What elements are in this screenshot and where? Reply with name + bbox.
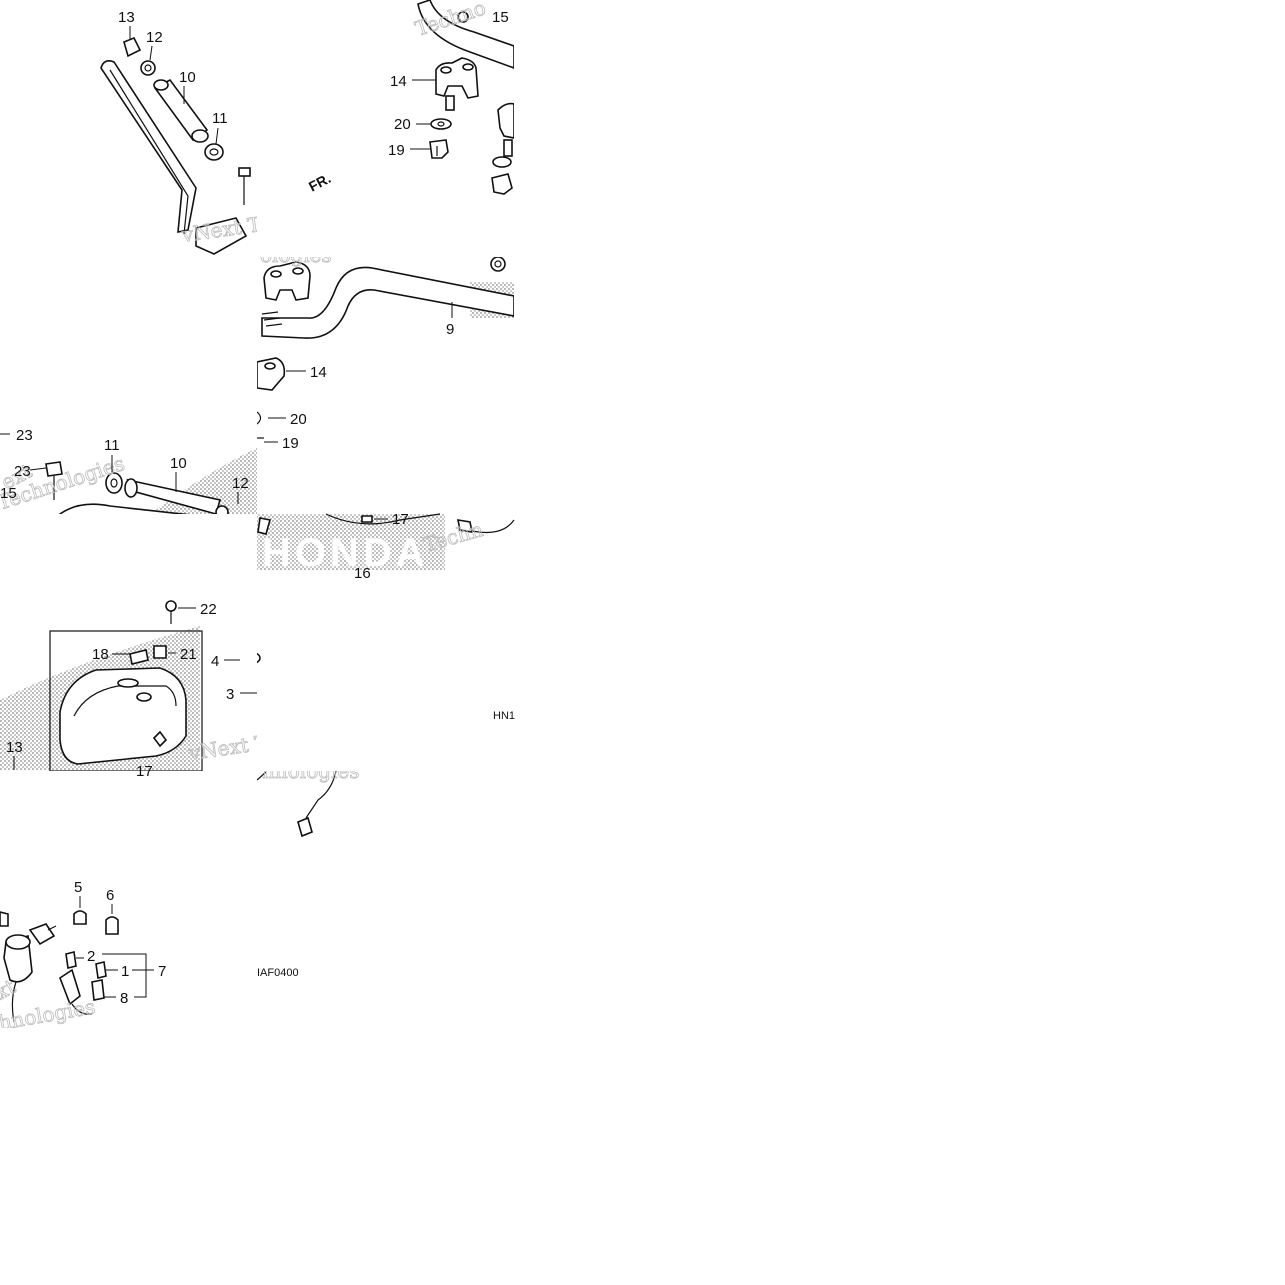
callout-19-b: 19 (282, 435, 299, 452)
callout-8: 8 (120, 990, 128, 1007)
nut-21 (153, 645, 167, 659)
callout-23-b: 23 (14, 463, 31, 480)
tile-holder-lower-center (257, 357, 286, 439)
tile-lower-harness: hnologies (257, 759, 360, 838)
cylinder-1 (95, 961, 107, 979)
tile-honda-band: HONDA Techn (257, 513, 515, 575)
callout-20-b: 20 (290, 411, 307, 428)
upper-holder-center (263, 261, 311, 301)
grommet-4 (257, 652, 261, 664)
callout-5: 5 (74, 879, 82, 896)
honda-logo-mark: HONDA (262, 531, 429, 575)
callout-12: 12 (146, 29, 163, 46)
callout-23: 23 (16, 427, 33, 444)
code-hn: HN1 (493, 710, 515, 722)
grip-weight-10 (153, 78, 209, 143)
callout-11: 11 (212, 110, 228, 127)
callout-7: 7 (158, 963, 166, 980)
tile-handlebar-left-lower: Technologies ext (0, 448, 257, 514)
callout-9: 9 (446, 321, 454, 338)
callout-10: 10 (179, 69, 196, 86)
callout-20: 20 (394, 116, 411, 133)
clip-17 (361, 515, 373, 523)
watermark-text: hnologies (0, 994, 97, 1035)
key (28, 923, 57, 946)
screw-22 (165, 600, 177, 624)
honda-band-shade (257, 514, 445, 570)
bolt-23 (45, 461, 63, 500)
watermark-text: ologies (260, 243, 332, 267)
callout-15: 15 (492, 9, 509, 26)
callout-17-b: 17 (136, 763, 153, 780)
tile-handlebar-center: ologies (260, 243, 514, 339)
rubber-cap-6 (105, 916, 119, 935)
grip-coil (261, 311, 283, 327)
callout-18: 18 (92, 646, 109, 663)
bolt-holder (195, 167, 251, 255)
lower-holder-right (491, 102, 514, 195)
watermark-text: hnologies (262, 759, 360, 783)
handlebar-right-segment (417, 0, 514, 69)
tile-handlebar-holder-upper: Techno (412, 0, 514, 195)
washer-20 (430, 118, 452, 130)
callout-17: 17 (392, 511, 409, 528)
callout-16: 16 (354, 565, 371, 582)
nut-right (490, 257, 506, 272)
callout-6: 6 (106, 887, 114, 904)
collar-11-b (105, 472, 123, 494)
switch-body (3, 934, 33, 1023)
handlebar-tube-outline (109, 69, 189, 235)
tile-handlebar-left-upper: vNext Tec (100, 36, 257, 255)
code-iaf: IAF0400 (257, 967, 299, 979)
handlebar-left-end (100, 60, 197, 233)
collar-11 (204, 143, 224, 161)
callout-14: 14 (390, 73, 407, 90)
upper-holder-14 (435, 57, 479, 111)
wire-connector (297, 816, 313, 838)
nut-19 (429, 139, 449, 159)
front-direction-label: FR. (306, 170, 333, 195)
wire-lead (305, 771, 337, 819)
upper-holder-14-b (257, 357, 286, 391)
callout-10-b: 10 (170, 455, 187, 472)
callout-3: 3 (226, 686, 234, 703)
callout-22: 22 (200, 601, 217, 618)
tile-meter-cover: vNext Tec (0, 600, 257, 771)
harness-clamp-16 (257, 517, 272, 535)
callout-13: 13 (118, 9, 135, 26)
cylinder-2 (65, 951, 77, 969)
meter-cover-frame (49, 630, 203, 771)
callout-15-b: 15 (0, 485, 17, 502)
callout-12-b: 12 (232, 475, 249, 492)
callout-4: 4 (211, 653, 219, 670)
seal-left (0, 911, 9, 927)
nut-12-b (215, 505, 229, 514)
callout-19: 19 (388, 142, 405, 159)
nut-12 (140, 60, 156, 76)
handlebar-left-lower (59, 503, 190, 514)
callout-14-b: 14 (310, 364, 327, 381)
lock-body-lower (59, 968, 93, 1015)
callout-13-b: 13 (6, 739, 23, 756)
callout-11-b: 11 (104, 437, 120, 454)
handlebar-9 (261, 266, 514, 339)
harness-wire (325, 513, 441, 525)
clip-18 (129, 649, 149, 665)
cylinder-8 (91, 979, 105, 1001)
connector-right (456, 519, 474, 533)
callout-21: 21 (180, 646, 197, 663)
callout-2: 2 (87, 948, 95, 965)
tile-meter-fasteners (257, 652, 261, 664)
grip-weight-10-b (124, 478, 222, 514)
rubber-cap-5 (73, 910, 87, 925)
clip-13 (123, 36, 142, 58)
callout-1: 1 (121, 963, 129, 980)
tile-ignition-switch: hnologies xt (0, 910, 119, 1035)
